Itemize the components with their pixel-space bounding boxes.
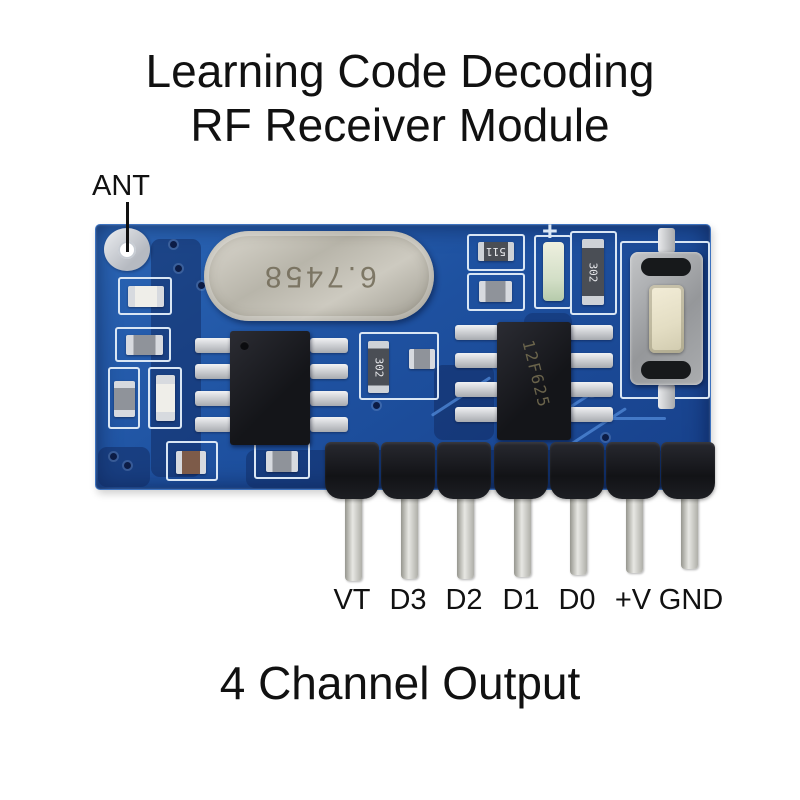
resistor-marking: 511 <box>486 245 506 258</box>
capacitor <box>479 281 512 302</box>
silkscreen-box <box>359 332 439 400</box>
header-block <box>494 442 548 499</box>
header-block <box>325 442 379 499</box>
ic-pin <box>195 338 232 353</box>
via-dot <box>124 462 131 469</box>
led-indicator <box>543 242 564 301</box>
capacitor <box>114 381 135 417</box>
silkscreen-box <box>467 273 525 311</box>
silkscreen-box <box>115 327 171 362</box>
ic-pin <box>569 382 613 397</box>
button-contact-pad <box>641 258 691 276</box>
silkscreen-box <box>166 441 218 481</box>
page-title: Learning Code Decoding RF Receiver Modul… <box>0 44 800 152</box>
mcu-ic: 12F625 <box>497 322 571 440</box>
pin-label-d1: D1 <box>502 584 540 616</box>
ic-marking: 12F625 <box>518 338 554 411</box>
silkscreen-box <box>148 367 182 429</box>
button-leg <box>658 384 675 409</box>
pin-label-d2: D2 <box>445 584 483 616</box>
silkscreen-box <box>570 231 617 315</box>
via-dot <box>602 434 609 441</box>
pin1-dot <box>240 341 249 350</box>
header-block <box>661 442 715 499</box>
title-line-2: RF Receiver Module <box>190 99 610 151</box>
ic-pin <box>569 353 613 368</box>
ic-pin <box>310 338 348 353</box>
button-plunger <box>649 285 684 353</box>
ic-pin <box>195 391 232 406</box>
antenna-label: ANT <box>92 170 150 202</box>
button-leg <box>658 228 675 253</box>
capacitor <box>126 335 163 355</box>
ic-pin <box>195 364 232 379</box>
ic-pin <box>455 407 499 422</box>
silkscreen-box <box>118 277 172 315</box>
antenna-pointer-line <box>126 202 129 252</box>
title-line-1: Learning Code Decoding <box>145 45 655 97</box>
capacitor <box>128 286 164 307</box>
via-dot <box>198 282 205 289</box>
resistor-302: 302 <box>368 341 389 393</box>
crystal-oscillator: 6.7458 <box>204 231 434 321</box>
resistor-marking: 302 <box>586 262 600 282</box>
header-block <box>381 442 435 499</box>
resistor-marking: 302 <box>372 357 385 377</box>
capacitor <box>266 451 298 472</box>
ic-pin <box>455 382 499 397</box>
polarity-mark: + <box>542 216 558 246</box>
resistor-511: 511 <box>478 242 514 261</box>
header-block <box>606 442 660 499</box>
pin-label-d0: D0 <box>558 584 596 616</box>
caption: 4 Channel Output <box>219 657 581 709</box>
button-contact-pad <box>641 361 691 379</box>
silkscreen-box <box>108 367 140 429</box>
pin-label-v: +V <box>614 584 652 616</box>
pcb-board: 6.7458 302 <box>95 216 715 581</box>
ic-pin <box>310 364 348 379</box>
receiver-ic <box>230 331 310 445</box>
via-dot <box>170 241 177 248</box>
ic-pin <box>455 353 499 368</box>
pin-label-vt: VT <box>333 584 371 616</box>
ic-pin <box>195 417 232 432</box>
crystal-marking: 6.7458 <box>261 260 377 293</box>
via-dot <box>373 402 380 409</box>
via-dot <box>110 453 117 460</box>
resistor-302: 302 <box>582 239 604 305</box>
ic-pin <box>310 417 348 432</box>
pcb-dark-patch <box>434 365 494 440</box>
via-dot <box>175 265 182 272</box>
pin-label-gnd: GND <box>658 584 724 616</box>
capacitor <box>176 451 206 474</box>
header-block <box>437 442 491 499</box>
ic-pin <box>310 391 348 406</box>
ic-pin <box>569 325 613 340</box>
capacitor <box>156 375 175 421</box>
copper-trace <box>596 417 666 420</box>
capacitor <box>409 349 435 369</box>
ic-pin <box>569 407 613 422</box>
header-block <box>550 442 604 499</box>
learn-button <box>630 252 703 385</box>
silkscreen-box <box>467 234 525 271</box>
ic-pin <box>455 325 499 340</box>
pin-label-d3: D3 <box>389 584 427 616</box>
